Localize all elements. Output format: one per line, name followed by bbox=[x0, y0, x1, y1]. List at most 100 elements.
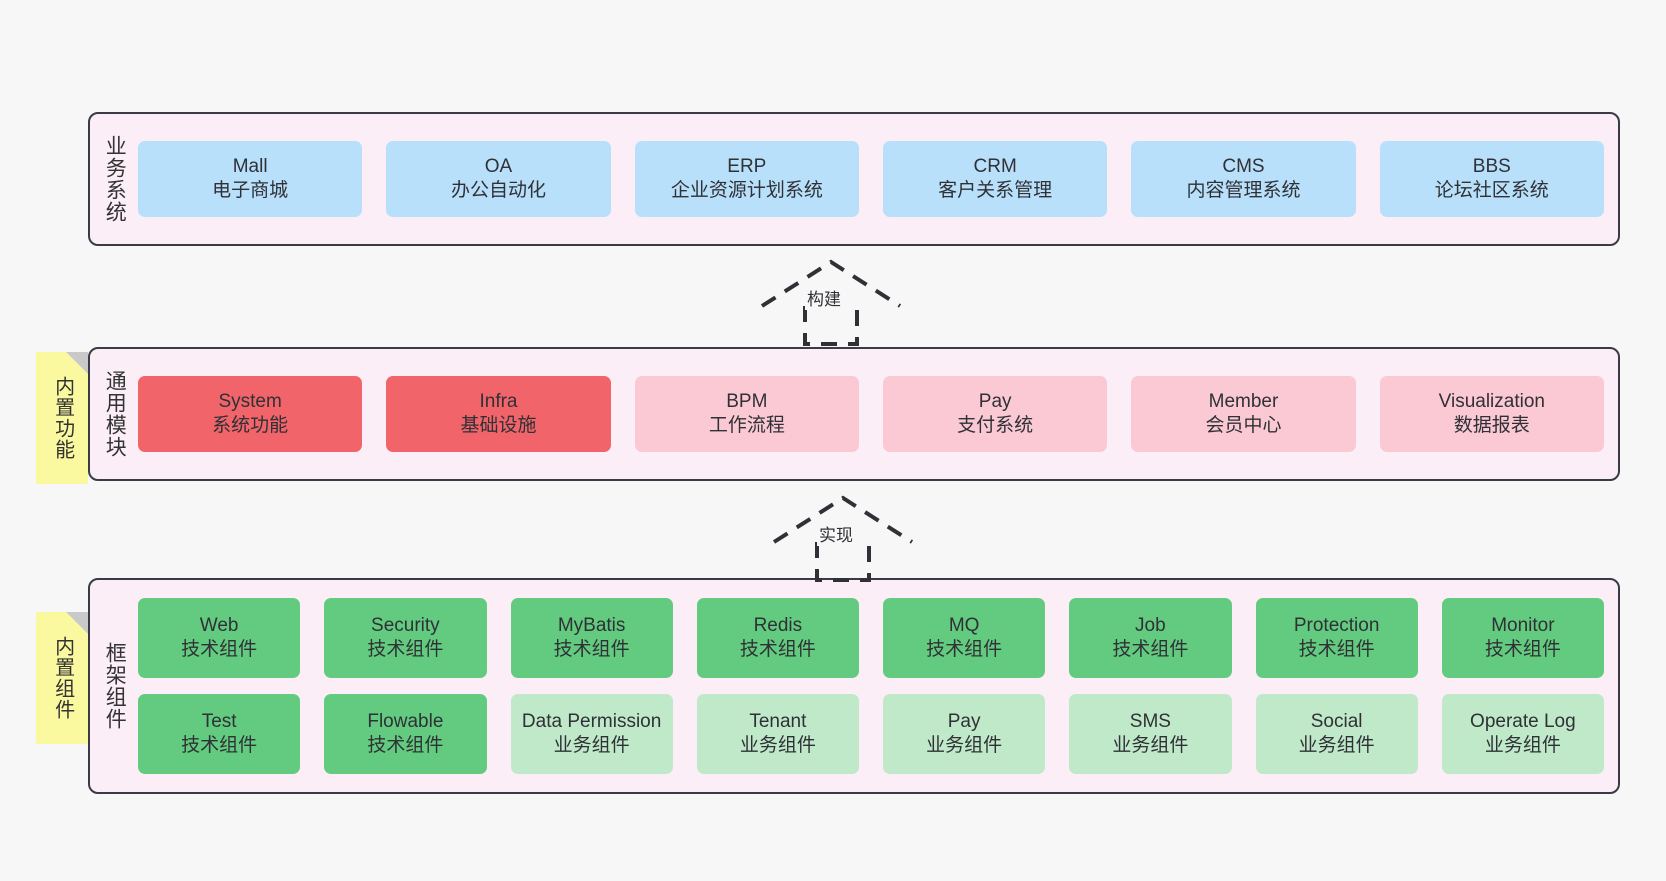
layer-body-common-modules: System 系统功能 Infra 基础设施 BPM 工作流程 Pay 支付系统… bbox=[138, 349, 1618, 479]
connector-build: 构建 bbox=[758, 258, 904, 348]
layer-business-systems: 业务系统 Mall 电子商城 OA 办公自动化 ERP 企业资源计划系统 CRM… bbox=[88, 112, 1620, 246]
node-desc: 技术组件 bbox=[926, 639, 1003, 660]
layer-body-framework-components: Web 技术组件 Security 技术组件 MyBatis 技术组件 Redi… bbox=[138, 580, 1618, 792]
node-desc: 技术组件 bbox=[367, 639, 444, 660]
node-desc: 工作流程 bbox=[708, 415, 785, 436]
node-name: Visualization bbox=[1438, 390, 1545, 412]
node-name: Social bbox=[1310, 710, 1363, 732]
node-tenant[interactable]: Tenant 业务组件 bbox=[696, 694, 859, 774]
node-name: Job bbox=[1135, 614, 1166, 636]
connector-implement: 实现 bbox=[770, 494, 916, 584]
node-desc: 业务组件 bbox=[1112, 735, 1189, 756]
node-pay-component[interactable]: Pay 业务组件 bbox=[883, 694, 1046, 774]
node-name: CRM bbox=[973, 155, 1017, 177]
node-name: SMS bbox=[1129, 710, 1171, 732]
node-infra[interactable]: Infra 基础设施 bbox=[386, 376, 611, 452]
node-mall[interactable]: Mall 电子商城 bbox=[138, 141, 363, 217]
node-name: BPM bbox=[726, 390, 768, 412]
node-sms[interactable]: SMS 业务组件 bbox=[1069, 694, 1232, 774]
node-row: System 系统功能 Infra 基础设施 BPM 工作流程 Pay 支付系统… bbox=[138, 376, 1604, 452]
node-desc: 技术组件 bbox=[181, 735, 258, 756]
node-desc: 客户关系管理 bbox=[938, 180, 1053, 201]
node-bpm[interactable]: BPM 工作流程 bbox=[634, 376, 859, 452]
layer-title-framework-components: 框架组件 bbox=[103, 642, 127, 730]
node-name: Data Permission bbox=[521, 710, 662, 732]
node-pay-module[interactable]: Pay 支付系统 bbox=[882, 376, 1108, 452]
connector-build-label: 构建 bbox=[805, 285, 843, 310]
node-name: MQ bbox=[948, 614, 980, 636]
node-desc: 技术组件 bbox=[1298, 639, 1375, 660]
node-crm[interactable]: CRM 客户关系管理 bbox=[882, 141, 1108, 217]
node-desc: 企业资源计划系统 bbox=[670, 180, 823, 201]
connector-implement-label: 实现 bbox=[817, 521, 855, 546]
arrowhead-generalization bbox=[772, 495, 914, 544]
layer-common-modules: 通用模块 System 系统功能 Infra 基础设施 BPM 工作流程 Pay… bbox=[88, 347, 1620, 481]
node-desc: 业务组件 bbox=[926, 735, 1003, 756]
node-redis[interactable]: Redis 技术组件 bbox=[696, 598, 859, 678]
node-name: Web bbox=[199, 614, 239, 636]
node-mq[interactable]: MQ 技术组件 bbox=[883, 598, 1046, 678]
node-visualization[interactable]: Visualization 数据报表 bbox=[1379, 376, 1604, 452]
node-desc: 技术组件 bbox=[1112, 639, 1189, 660]
node-row: Web 技术组件 Security 技术组件 MyBatis 技术组件 Redi… bbox=[138, 598, 1604, 678]
node-name: Tenant bbox=[749, 710, 807, 732]
node-member[interactable]: Member 会员中心 bbox=[1131, 376, 1356, 452]
node-name: CMS bbox=[1222, 155, 1265, 177]
node-job[interactable]: Job 技术组件 bbox=[1069, 598, 1232, 678]
node-name: Infra bbox=[479, 390, 518, 412]
node-bbs[interactable]: BBS 论坛社区系统 bbox=[1379, 141, 1604, 217]
node-name: Redis bbox=[753, 614, 803, 636]
node-desc: 业务组件 bbox=[1298, 735, 1375, 756]
node-row: Test 技术组件 Flowable 技术组件 Data Permission … bbox=[138, 694, 1604, 774]
node-erp[interactable]: ERP 企业资源计划系统 bbox=[634, 141, 859, 217]
node-desc: 支付系统 bbox=[957, 415, 1034, 436]
node-name: Operate Log bbox=[1470, 710, 1576, 732]
node-name: System bbox=[218, 390, 282, 412]
node-desc: 技术组件 bbox=[739, 639, 816, 660]
sticky-note-builtin-components: 内置组件 bbox=[36, 612, 88, 744]
node-monitor[interactable]: Monitor 技术组件 bbox=[1441, 598, 1604, 678]
node-cms[interactable]: CMS 内容管理系统 bbox=[1131, 141, 1356, 217]
node-row: Mall 电子商城 OA 办公自动化 ERP 企业资源计划系统 CRM 客户关系… bbox=[138, 141, 1604, 217]
node-flowable[interactable]: Flowable 技术组件 bbox=[324, 694, 487, 774]
node-desc: 内容管理系统 bbox=[1186, 180, 1301, 201]
node-name: Pay bbox=[978, 390, 1012, 412]
node-desc: 技术组件 bbox=[367, 735, 444, 756]
node-desc: 系统功能 bbox=[212, 415, 289, 436]
node-name: ERP bbox=[727, 155, 767, 177]
node-operate-log[interactable]: Operate Log 业务组件 bbox=[1441, 694, 1604, 774]
node-oa[interactable]: OA 办公自动化 bbox=[386, 141, 611, 217]
node-name: Mall bbox=[232, 155, 268, 177]
node-mybatis[interactable]: MyBatis 技术组件 bbox=[510, 598, 673, 678]
node-data-permission[interactable]: Data Permission 业务组件 bbox=[510, 694, 673, 774]
node-desc: 数据报表 bbox=[1453, 415, 1530, 436]
layer-title-common-modules: 通用模块 bbox=[103, 370, 127, 458]
layer-framework-components: 框架组件 Web 技术组件 Security 技术组件 MyBatis 技术组件… bbox=[88, 578, 1620, 794]
node-web[interactable]: Web 技术组件 bbox=[138, 598, 301, 678]
node-protection[interactable]: Protection 技术组件 bbox=[1255, 598, 1418, 678]
node-desc: 基础设施 bbox=[460, 415, 537, 436]
node-desc: 电子商城 bbox=[212, 180, 289, 201]
layer-title-business-systems: 业务系统 bbox=[103, 135, 127, 223]
node-name: Flowable bbox=[367, 710, 444, 732]
node-name: Member bbox=[1208, 390, 1279, 412]
node-desc: 技术组件 bbox=[181, 639, 258, 660]
node-social[interactable]: Social 业务组件 bbox=[1255, 694, 1418, 774]
note-fold-corner-icon bbox=[66, 612, 88, 634]
node-security[interactable]: Security 技术组件 bbox=[324, 598, 487, 678]
node-desc: 技术组件 bbox=[553, 639, 630, 660]
node-system[interactable]: System 系统功能 bbox=[138, 376, 363, 452]
sticky-note-builtin-features: 内置功能 bbox=[36, 352, 88, 484]
note-fold-corner-icon bbox=[66, 352, 88, 374]
arrow-stem bbox=[815, 542, 871, 582]
node-desc: 办公自动化 bbox=[450, 180, 546, 201]
node-name: MyBatis bbox=[557, 614, 626, 636]
node-desc: 业务组件 bbox=[1484, 735, 1561, 756]
node-name: OA bbox=[484, 155, 513, 177]
node-name: Pay bbox=[947, 710, 981, 732]
layer-body-business-systems: Mall 电子商城 OA 办公自动化 ERP 企业资源计划系统 CRM 客户关系… bbox=[138, 114, 1618, 244]
node-test[interactable]: Test 技术组件 bbox=[138, 694, 301, 774]
node-name: Test bbox=[201, 710, 237, 732]
node-desc: 业务组件 bbox=[553, 735, 630, 756]
